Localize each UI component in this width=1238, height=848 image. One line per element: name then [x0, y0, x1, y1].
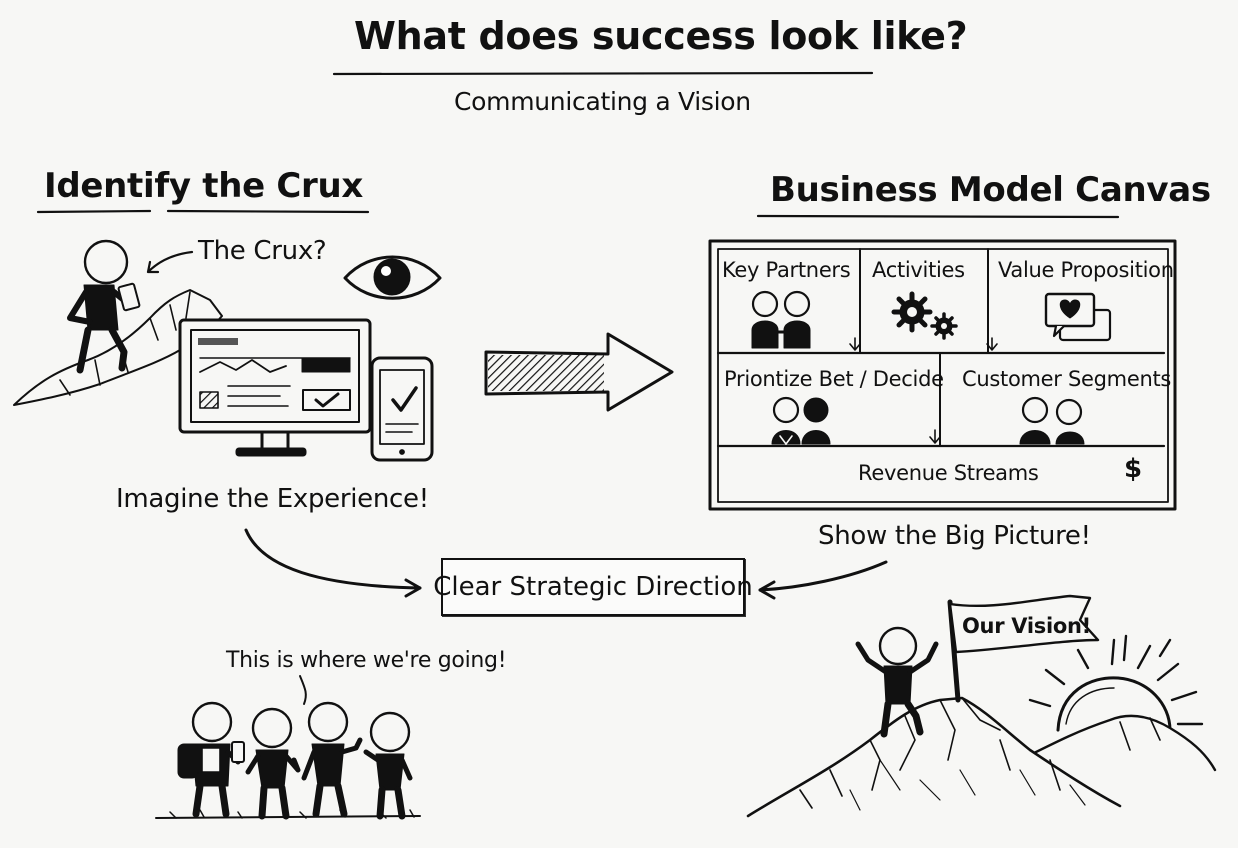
big-picture-caption: Show the Big Picture!	[818, 521, 1091, 551]
monitor-icon	[178, 318, 372, 457]
dollar-icon: $	[1124, 454, 1142, 484]
flag-text: Our Vision!	[962, 614, 1091, 638]
strategic-direction-box: Clear Strategic Direction	[433, 558, 753, 616]
gear-icon	[891, 291, 958, 340]
crux-callout-arrow	[146, 250, 194, 274]
right-heading-underline	[756, 214, 1120, 219]
customer-segments-label: Customer Segments	[962, 367, 1172, 391]
vision-climber	[855, 626, 939, 738]
big-arrow-icon	[484, 332, 674, 412]
key-partners-label: Key Partners	[722, 258, 851, 282]
prioritize-label: Priontize Bet / Decide	[724, 367, 944, 391]
big-picture-arrow	[758, 560, 888, 600]
revenue-streams-label: Revenue Streams	[858, 461, 1039, 485]
sun-icon	[1028, 634, 1204, 732]
page-subtitle: Communicating a Vision	[454, 87, 751, 116]
canvas-heading: Business Model Canvas	[770, 170, 1211, 210]
phone-icon	[370, 356, 434, 462]
climber-figure	[13, 239, 223, 406]
eye-icon	[343, 255, 442, 300]
page-title: What does success look like?	[354, 14, 968, 58]
experience-caption: Imagine the Experience!	[116, 484, 429, 514]
mountain-icon	[746, 696, 1217, 818]
crux-heading: Identify the Crux	[44, 166, 364, 206]
activities-label: Activities	[872, 258, 965, 282]
title-underline	[332, 71, 874, 76]
checkbox-icon	[314, 392, 340, 408]
team-speech: This is where we're going!	[226, 648, 507, 673]
crux-callout: The Crux?	[198, 236, 327, 266]
decide-people-icon	[771, 396, 831, 445]
partners-icon	[751, 290, 811, 349]
left-heading-underline	[36, 209, 370, 214]
team-group	[155, 675, 421, 820]
business-model-canvas	[708, 239, 1177, 511]
flag-icon	[947, 594, 1100, 703]
heart-chat-icon	[1044, 292, 1112, 342]
customers-icon	[1019, 396, 1085, 445]
experience-arrow	[244, 528, 422, 598]
value-proposition-label: Value Proposition	[998, 258, 1174, 282]
